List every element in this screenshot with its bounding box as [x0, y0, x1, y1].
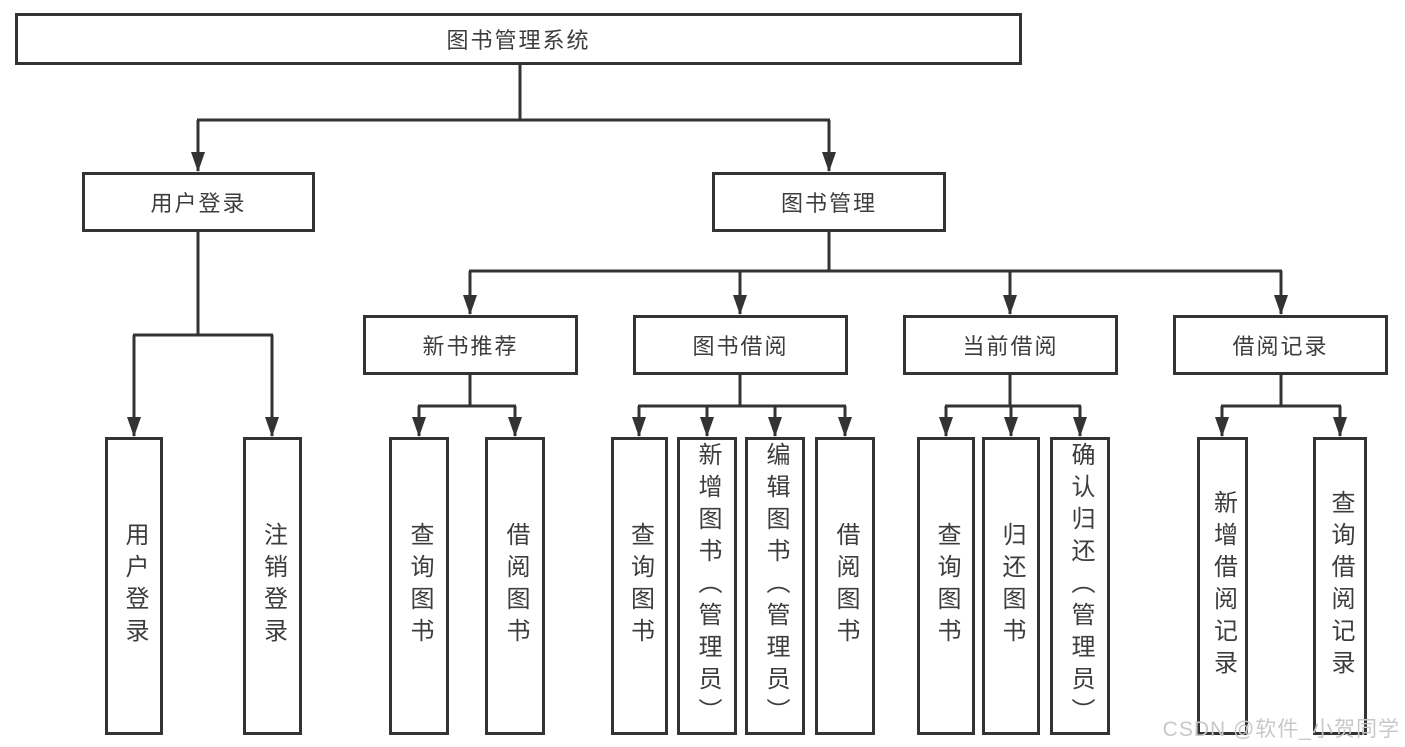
leaf-query-books-current: 查询图书 [917, 437, 975, 735]
node-borrow-records: 借阅记录 [1173, 315, 1388, 375]
leaf-edit-books-admin: 编辑图书（管理员） [745, 437, 805, 735]
leaf-add-books-admin: 新增图书（管理员） [677, 437, 737, 735]
node-book-borrowing: 图书借阅 [633, 315, 848, 375]
leaf-query-books-recommend: 查询图书 [389, 437, 449, 735]
node-book-management: 图书管理 [712, 172, 946, 232]
node-user-login: 用户登录 [82, 172, 315, 232]
leaf-add-borrow-record: 新增借阅记录 [1197, 437, 1248, 735]
leaf-user-login: 用户登录 [105, 437, 163, 735]
node-current-borrowing: 当前借阅 [903, 315, 1118, 375]
leaf-borrow-books: 借阅图书 [815, 437, 875, 735]
leaf-borrow-books-recommend: 借阅图书 [485, 437, 545, 735]
node-library-management-system: 图书管理系统 [15, 13, 1022, 65]
leaf-query-borrow-record: 查询借阅记录 [1313, 437, 1367, 735]
node-new-book-recommend: 新书推荐 [363, 315, 578, 375]
leaf-return-books: 归还图书 [982, 437, 1040, 735]
leaf-confirm-return-admin: 确认归还（管理员） [1050, 437, 1110, 735]
csdn-watermark: CSDN @软件_小贺同学 [1162, 718, 1400, 741]
leaf-query-books-borrow: 查询图书 [611, 437, 668, 735]
leaf-logout: 注销登录 [243, 437, 302, 735]
